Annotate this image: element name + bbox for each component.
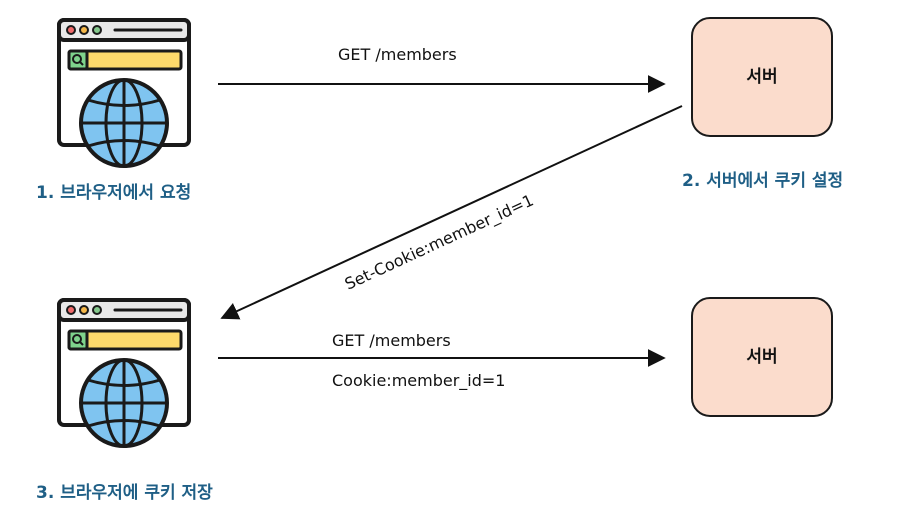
step-server-set-cookie: 2. 서버에서 쿠키 설정 [682, 171, 843, 191]
browser-globe-icon [57, 18, 191, 168]
set-cookie-label: Set-Cookie:member_id=1 [342, 190, 537, 294]
server-label: 서버 [746, 67, 777, 87]
second-request-cookie-label: Cookie:member_id=1 [332, 371, 505, 391]
set-cookie-arrow [220, 105, 683, 320]
second-request-label: GET /members [332, 331, 451, 350]
server-label: 서버 [746, 347, 777, 367]
browser-globe-icon [57, 298, 191, 448]
first-request-label: GET /members [338, 45, 457, 64]
server-box: 서버 [691, 297, 833, 417]
server-box: 서버 [691, 17, 833, 137]
step-browser-request: 1. 브라우저에서 요청 [36, 182, 191, 203]
step-browser-store-cookie: 3. 브라우저에 쿠키 저장 [36, 483, 213, 503]
